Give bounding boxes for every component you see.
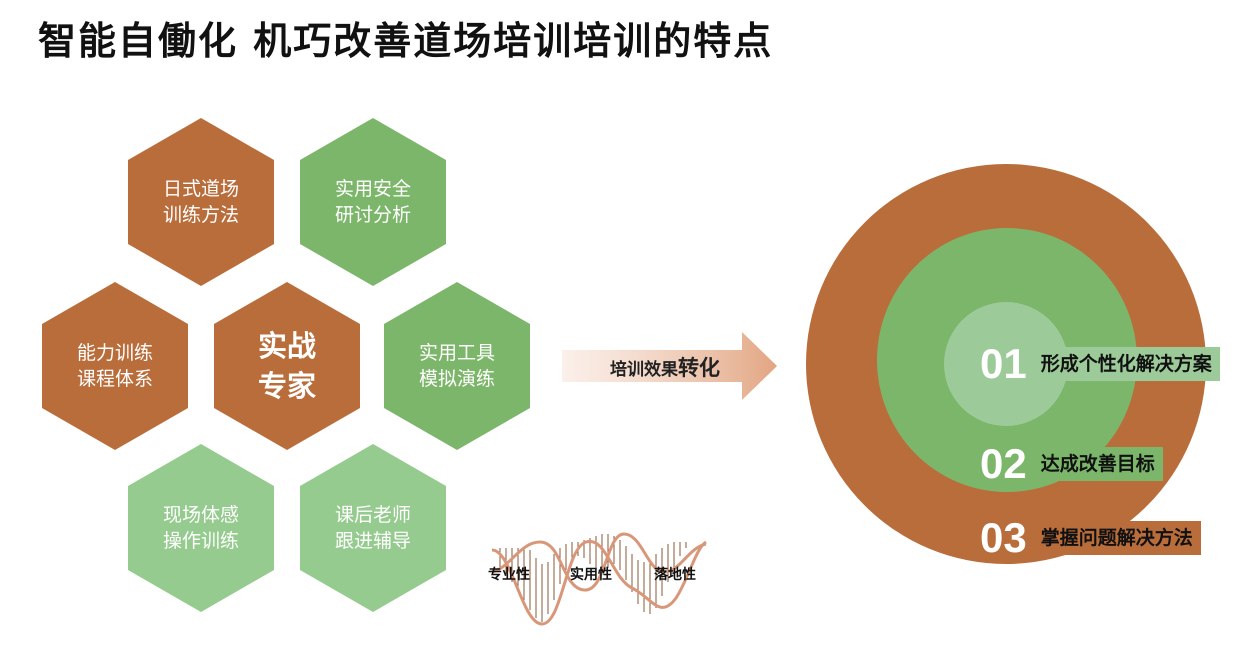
wave-label-practical: 实用性: [570, 567, 612, 583]
hex-center-expert: 实战 专家: [214, 282, 360, 450]
hex-text-line1: 日式道场: [162, 178, 239, 200]
ring-number: 01: [980, 340, 1027, 387]
wave-label-implementable: 落地性: [654, 567, 696, 583]
hex-center-line2: 专家: [257, 369, 316, 403]
hex-tool-simulation: 实用工具 模拟演练: [384, 282, 530, 450]
page-title: 智能自働化 机巧改善道场培训培训的特点: [38, 19, 774, 63]
hex-text-line1: 课后老师: [334, 504, 411, 526]
hex-japanese-dojo-method: 日式道场 训练方法: [128, 118, 274, 286]
hex-text-line1: 实用安全: [334, 178, 411, 200]
hex-safety-analysis: 实用安全 研讨分析: [300, 118, 446, 286]
ring-tag: 形成个性化解决方案: [1032, 347, 1220, 381]
ring-tag: 达成改善目标: [1032, 447, 1163, 481]
ring-label-01: 01 形成个性化解决方案: [980, 342, 1220, 386]
ring-tag: 掌握问题解决方法: [1032, 521, 1201, 555]
hex-text-line2: 操作训练: [162, 530, 239, 552]
ring-label-02: 02 达成改善目标: [980, 442, 1163, 486]
hex-text-line1: 能力训练: [76, 342, 153, 364]
hex-text-line2: 课程体系: [76, 368, 153, 390]
hex-text-line1: 实用工具: [418, 342, 495, 364]
ring-number: 03: [980, 514, 1027, 561]
hex-ability-training: 能力训练 课程体系: [42, 282, 188, 450]
ring-label-03: 03 掌握问题解决方法: [980, 516, 1201, 560]
hex-text-line2: 模拟演练: [418, 368, 495, 390]
hex-text-line2: 训练方法: [162, 204, 239, 226]
hex-center-line1: 实战: [257, 329, 316, 363]
hex-text-line2: 研讨分析: [334, 204, 411, 226]
hex-text-line2: 跟进辅导: [334, 530, 411, 552]
hex-follow-up-coaching: 课后老师 跟进辅导: [300, 444, 446, 612]
arrow-label-emphasis: 转化: [678, 356, 720, 380]
arrow-right-icon: [562, 332, 777, 400]
hex-onsite-practice: 现场体感 操作训练: [128, 444, 274, 612]
arrow-label: 培训效果转化: [610, 352, 720, 382]
ring-number: 02: [980, 440, 1027, 487]
hex-text-line1: 现场体感: [162, 504, 239, 526]
wave-graphic: [491, 532, 707, 626]
wave-label-professional: 专业性: [488, 567, 530, 583]
arrow-label-prefix: 培训效果: [610, 360, 678, 380]
